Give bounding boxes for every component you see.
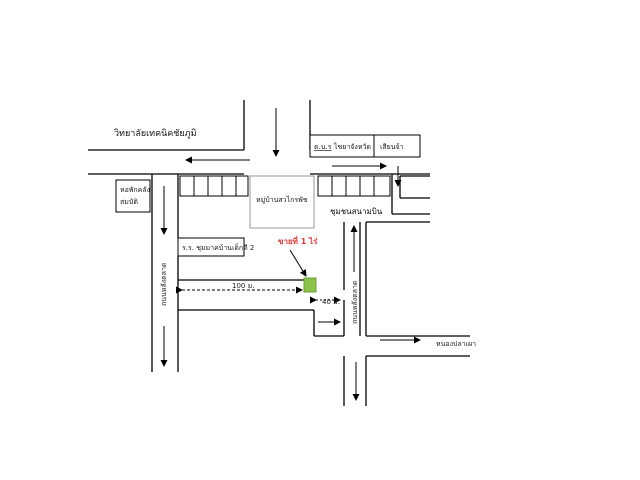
college-label: วิทยาลัยเทคนิคชัยภูมิ <box>114 128 197 139</box>
village-box <box>249 175 315 229</box>
community-label: ชุมชนสนามบิน <box>330 207 383 216</box>
road-right-label: ถนนหลังตลาด <box>351 281 359 324</box>
shops-right <box>317 175 391 197</box>
right-road <box>313 174 470 406</box>
top-road <box>88 100 245 175</box>
land-pointer-arrow <box>289 249 307 277</box>
school-label: ร.ร. ชุมมาคบ้านเด็กดี 2 <box>182 243 254 252</box>
direction-arrows <box>160 108 421 401</box>
tambon-rest: ไชยาจังหวัด <box>333 142 371 151</box>
nong-pla-label: หนองปลาเผา <box>436 340 476 348</box>
distance-40-label: 40 ม. <box>322 298 340 306</box>
saen-cha-label: เสียนจ้า <box>380 143 404 151</box>
soi-road <box>178 279 314 311</box>
dorm: หอพักคลัง สมบัติ <box>115 179 151 213</box>
land-parcel <box>303 277 317 293</box>
main-road-right <box>310 173 430 177</box>
left-road <box>151 174 179 372</box>
shops-left <box>179 175 249 197</box>
land-label: ขายที่ 1 ไร่ <box>278 235 318 246</box>
dorm-line2: สมบัติ <box>120 198 138 206</box>
road-left-label: ถนนหลังตลาด <box>160 263 168 306</box>
distance-100-label: 100 ม. <box>232 282 254 290</box>
village-label: หมู่บ้านสวไกรพัช <box>256 195 308 204</box>
school-box <box>177 237 245 257</box>
dorm-line1: หอพักคลัง <box>120 186 150 194</box>
tambon-office: ต.น.ร ไชยาจังหวัด เสียนจ้า <box>309 134 421 158</box>
tambon-prefix: ต.น.ร <box>314 143 332 151</box>
